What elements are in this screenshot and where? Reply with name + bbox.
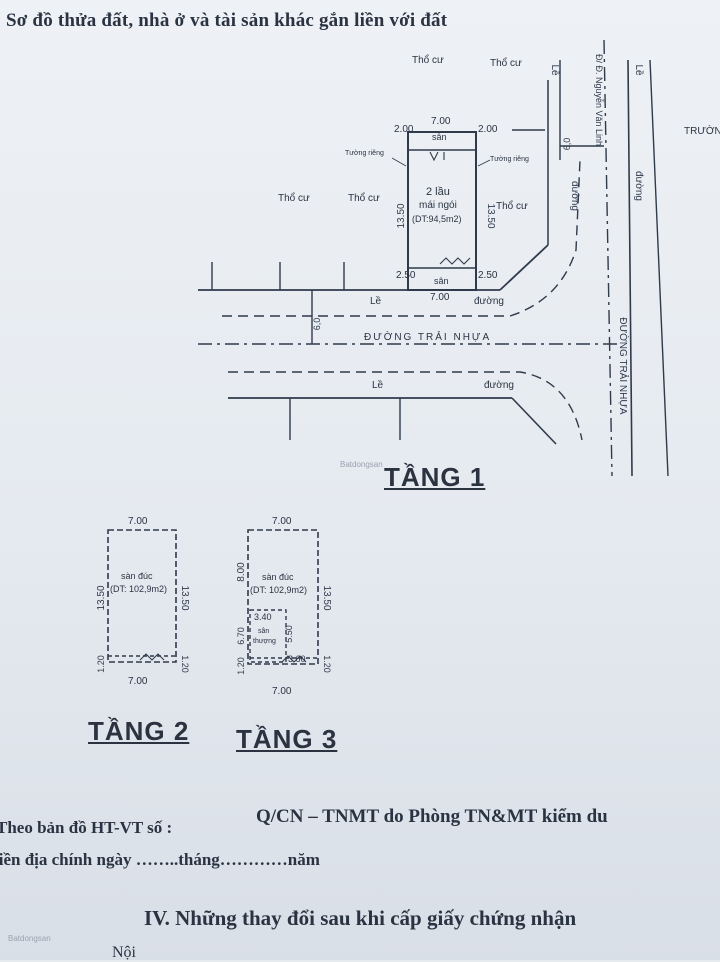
truong-label: TRƯỜNG (684, 126, 720, 137)
side-width-mark: 6,0 (562, 138, 572, 151)
floor1-house-area: (DT:94,5m2) (412, 214, 462, 224)
floor1-title: TẦNG 1 (384, 462, 486, 492)
floor1-right-mid-dim: 13.50 (485, 203, 496, 228)
watermark-center: Batdongsan (340, 460, 383, 469)
floor2-top-dim: 7.00 (128, 516, 148, 527)
floor1-left-bot-dim: 2.50 (396, 270, 416, 281)
road-label-top: đường (474, 296, 504, 307)
floor3-title: TẦNG 3 (236, 724, 338, 754)
floor3-bottom-dim: 7.00 (272, 686, 292, 697)
floor1-wall-left: Tường riêng (345, 150, 384, 157)
floor3-left-mid-dim: 6.70 (236, 627, 246, 645)
side-le-1: Lề (549, 64, 561, 76)
floor3-terrace-label-2: thượng (253, 638, 276, 645)
side-road-label: ĐƯỜNG TRẢI NHỰA (617, 317, 630, 414)
floor2-bottom-dim: 7.00 (128, 676, 148, 687)
floor2-right-dim: 13.50 (179, 585, 190, 610)
floor2-left-dim: 13.50 (96, 585, 107, 610)
floor3-label: sàn đúc (262, 572, 294, 582)
road-name-label: Đ/ Đ. Nguyễn Văn Linh (594, 54, 604, 146)
floor1-left-mid-dim: 13.50 (396, 203, 407, 228)
land-label-left-1: Thổ cư (278, 193, 310, 204)
document-heading: Sơ đồ thửa đất, nhà ở và tài sản khác gắ… (6, 10, 448, 31)
land-label-left-2: Thổ cư (348, 193, 380, 204)
floor1-width-mark: 6,0 (312, 318, 322, 331)
side-le-2: Lề (633, 64, 645, 76)
content-label: Nội (112, 944, 136, 961)
floor1-top-dim: 7.00 (431, 116, 451, 127)
section-iv-heading: IV. Những thay đổi sau khi cấp giấy chứn… (144, 906, 577, 930)
watermark-bottom: Batdongsan (8, 934, 51, 943)
land-label-top-2: Thổ cư (490, 58, 522, 69)
floor1-house-line2: mái ngói (419, 200, 457, 211)
floor3-right-bot-dim: 1.20 (322, 655, 332, 673)
floor1-left-top-dim: 2.00 (394, 124, 414, 135)
floor2-right-bot-dim: 1.20 (180, 655, 190, 673)
floor3-top-dim: 7.00 (272, 516, 292, 527)
floor2-label: sàn đúc (121, 571, 153, 581)
floor3-inner-width: 3.40 (254, 612, 272, 622)
road-label-bottom: đường (484, 380, 514, 391)
map-reference-label: Theo bản đồ HT-VT số : (0, 818, 173, 837)
cadastral-date-line: liền địa chính ngày ……..tháng…………năm (0, 850, 320, 869)
floor2-title: TẦNG 2 (88, 716, 190, 746)
sidewalk-label-bottom: Lề (372, 380, 384, 391)
plot-outline (407, 131, 477, 291)
floor3-right-dim: 13.50 (321, 585, 332, 610)
floor3-terrace-label-1: sân (258, 628, 270, 635)
floor3-left-bot-dim: 1.20 (236, 657, 246, 675)
floor1-bottom-dim: 7.00 (430, 292, 450, 303)
side-duong-2: đường (633, 171, 644, 201)
sidewalk-label-top: Lề (370, 296, 382, 307)
floor1-right-bot-dim: 2.50 (478, 270, 498, 281)
floor3-area: (DT: 102,9m2) (250, 585, 308, 595)
floor2-area: (DT: 102,9m2) (110, 584, 168, 594)
floor1-wall-right: Tường riêng (490, 156, 529, 163)
land-label-right: Thổ cư (496, 201, 528, 212)
main-road-label: ĐƯỜNG TRẢI NHỰA (364, 332, 492, 343)
floor3-left-top-dim: 8.00 (236, 562, 247, 582)
floor1-courtyard-bottom: sân (434, 276, 449, 286)
floor1-courtyard-top: sân (432, 132, 447, 142)
floor1-house-line1: 2 lầu (426, 186, 450, 198)
issuing-office-text: Q/CN – TNMT do Phòng TN&MT kiểm du (256, 806, 608, 827)
floor3-inner-bottom: 3.60 (288, 654, 306, 664)
floor2-left-bot-dim: 1.20 (96, 655, 106, 673)
side-duong-1: đường (569, 181, 580, 211)
floor3-inner-h: 5.50 (284, 625, 294, 643)
land-label-top-1: Thổ cư (412, 55, 444, 66)
floor1-right-top-dim: 2.00 (478, 124, 498, 135)
